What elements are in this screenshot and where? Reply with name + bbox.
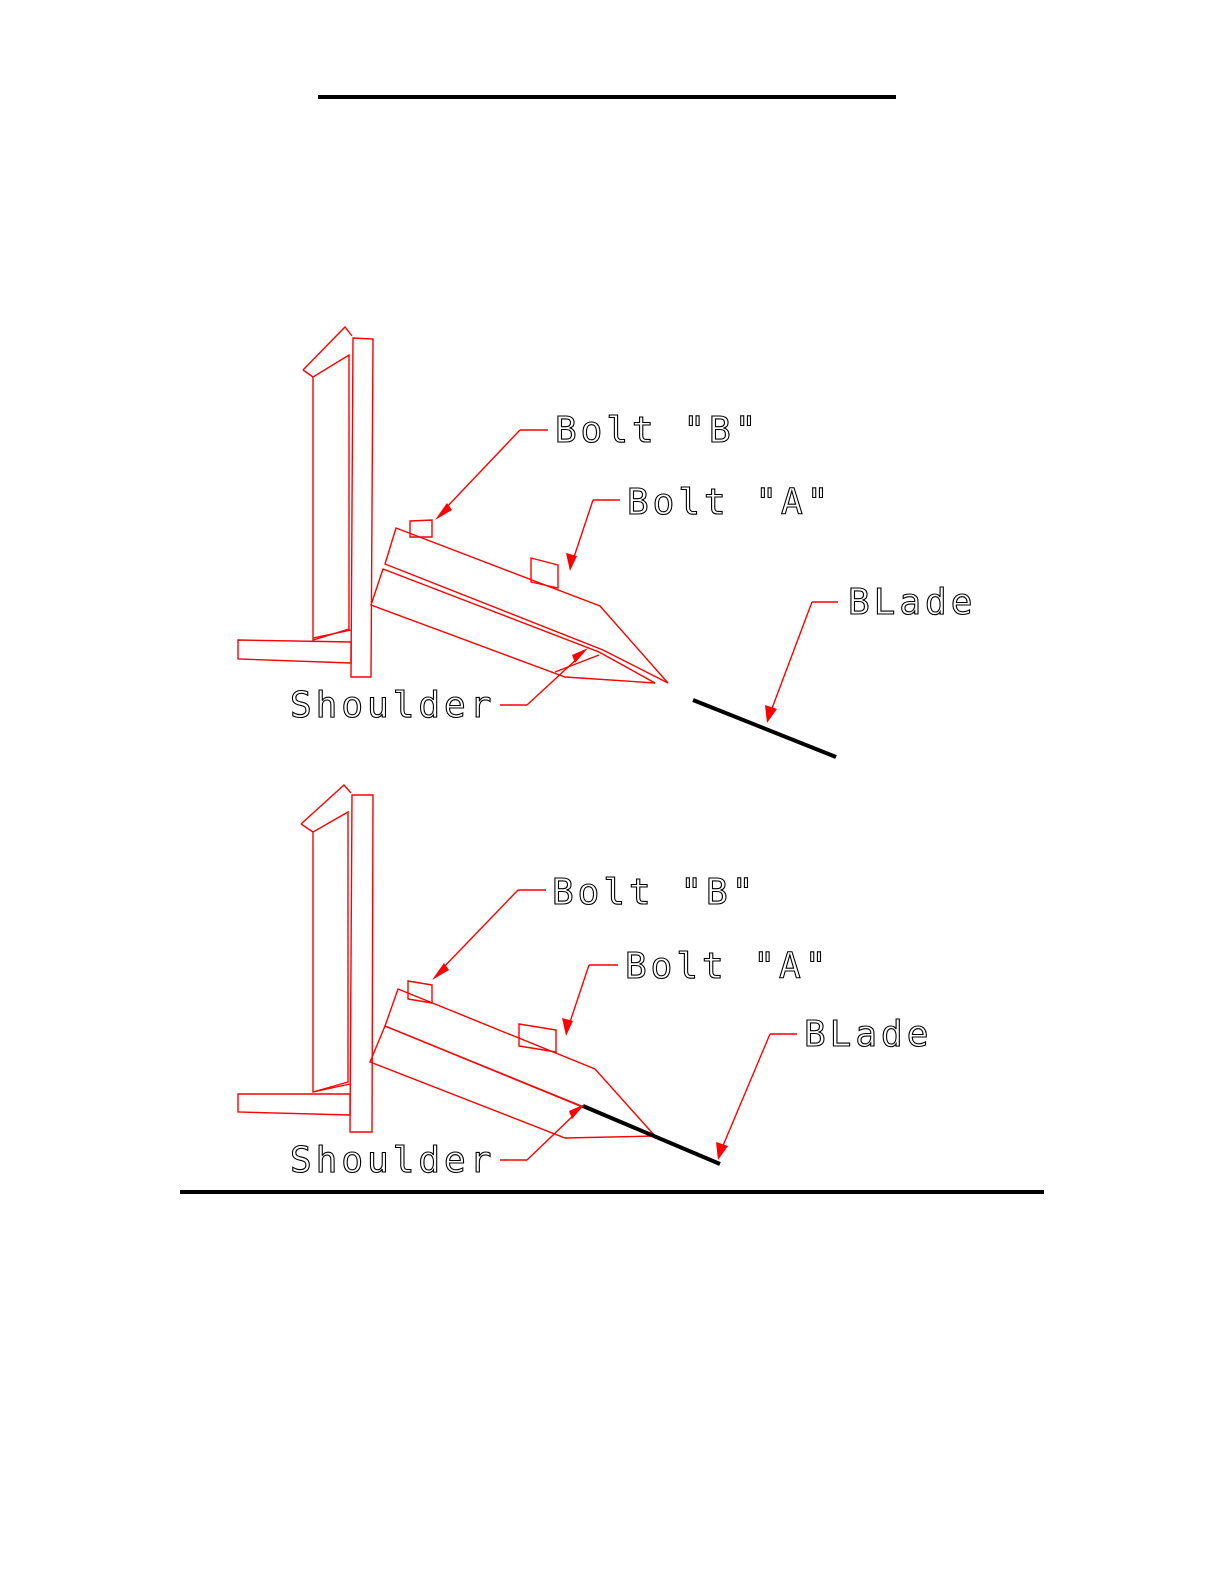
bolt-a-label: Bolt "A" [625,946,830,987]
mount-frame [238,327,373,677]
arrowhead [562,1018,573,1036]
lower-shoulder-plate [371,569,655,683]
arrowhead [566,553,577,571]
blade-label: BLade [848,582,976,623]
mount-frame [238,785,373,1132]
arrowhead [716,1142,728,1160]
arrowhead [432,963,449,980]
lower-shoulder-plate [370,1026,655,1138]
arrowhead [569,1104,585,1119]
arrowhead [435,503,452,520]
upper-clamp-plate [385,520,668,683]
bolt-a-label: Bolt "A" [627,482,832,523]
blade-label: BLade [804,1014,932,1055]
blade-edge [583,1106,720,1164]
upper-clamp-plate [385,981,655,1136]
arrowhead [765,705,777,723]
shoulder-label: Shoulder [290,1140,495,1181]
bottom-view: Bolt "B" Bolt "A" BLade Shoulder [238,785,932,1181]
blade-edge [693,700,836,757]
bolt-b-label: Bolt "B" [552,872,757,913]
shoulder-label: Shoulder [290,685,495,726]
top-view: Bolt "B" Bolt "A" BLade Shoulder [238,327,976,757]
bolt-b-label: Bolt "B" [555,410,760,451]
